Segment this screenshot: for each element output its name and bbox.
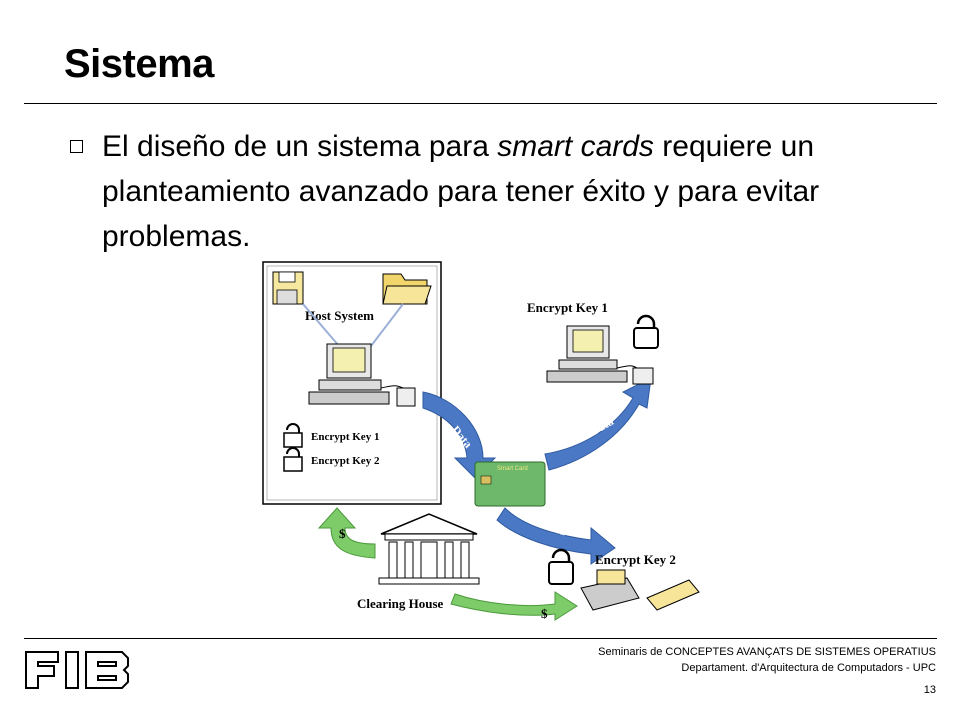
page-number: 13: [923, 684, 936, 696]
money-symbol: $: [339, 526, 346, 541]
bullet-text-start: El diseño de un sistema para: [102, 130, 498, 163]
lock-icon: [633, 314, 659, 349]
terminal-key2-label: Encrypt Key 2: [595, 552, 676, 567]
slide-title: Sistema: [64, 42, 214, 86]
terminal-key1-label: Encrypt Key 1: [527, 300, 608, 315]
host-computer-icon: [308, 343, 416, 407]
bullet-square-icon: [70, 140, 83, 153]
money-symbol: $: [541, 606, 548, 621]
host-system-label: Host System: [305, 308, 374, 323]
footer-course: Seminaris de CONCEPTES AVANÇATS DE SISTE…: [598, 646, 936, 658]
folder-icon: [382, 273, 432, 305]
bullet-text: El diseño de un sistema para smart cards…: [102, 124, 892, 259]
lock-icon: [548, 548, 574, 585]
card-reader-icon: [580, 569, 700, 611]
data-arrow-card-to-terminal1: [544, 377, 652, 471]
money-arrow-to-clearing: [450, 591, 578, 621]
terminal-computer-icon: [546, 325, 654, 385]
smart-card-system-diagram: Host System Encrypt Key 1 Encrypt Key 2 …: [262, 261, 700, 621]
title-divider: [24, 103, 937, 104]
clearing-house-label: Clearing House: [357, 596, 444, 611]
data-arrow-card-to-terminal2: [496, 507, 616, 565]
footer-divider: [24, 638, 937, 639]
bullet-text-end: requiere un planteamiento avanzado para …: [102, 130, 820, 253]
smart-card-label: Smart Card: [497, 466, 528, 472]
smart-card-icon: Smart Card: [474, 461, 546, 507]
lock-icon: [283, 447, 303, 472]
host-key2-label: Encrypt Key 2: [311, 455, 380, 467]
footer-department: Departament. d'Arquitectura de Computado…: [681, 662, 936, 674]
floppy-disk-icon: [272, 271, 304, 305]
money-arrow-to-host: [317, 507, 376, 559]
host-key1-label: Encrypt Key 1: [311, 431, 379, 443]
fib-logo: [25, 651, 129, 689]
clearing-house-building-icon: [378, 513, 480, 585]
bullet-emphasis: smart cards: [497, 130, 654, 163]
